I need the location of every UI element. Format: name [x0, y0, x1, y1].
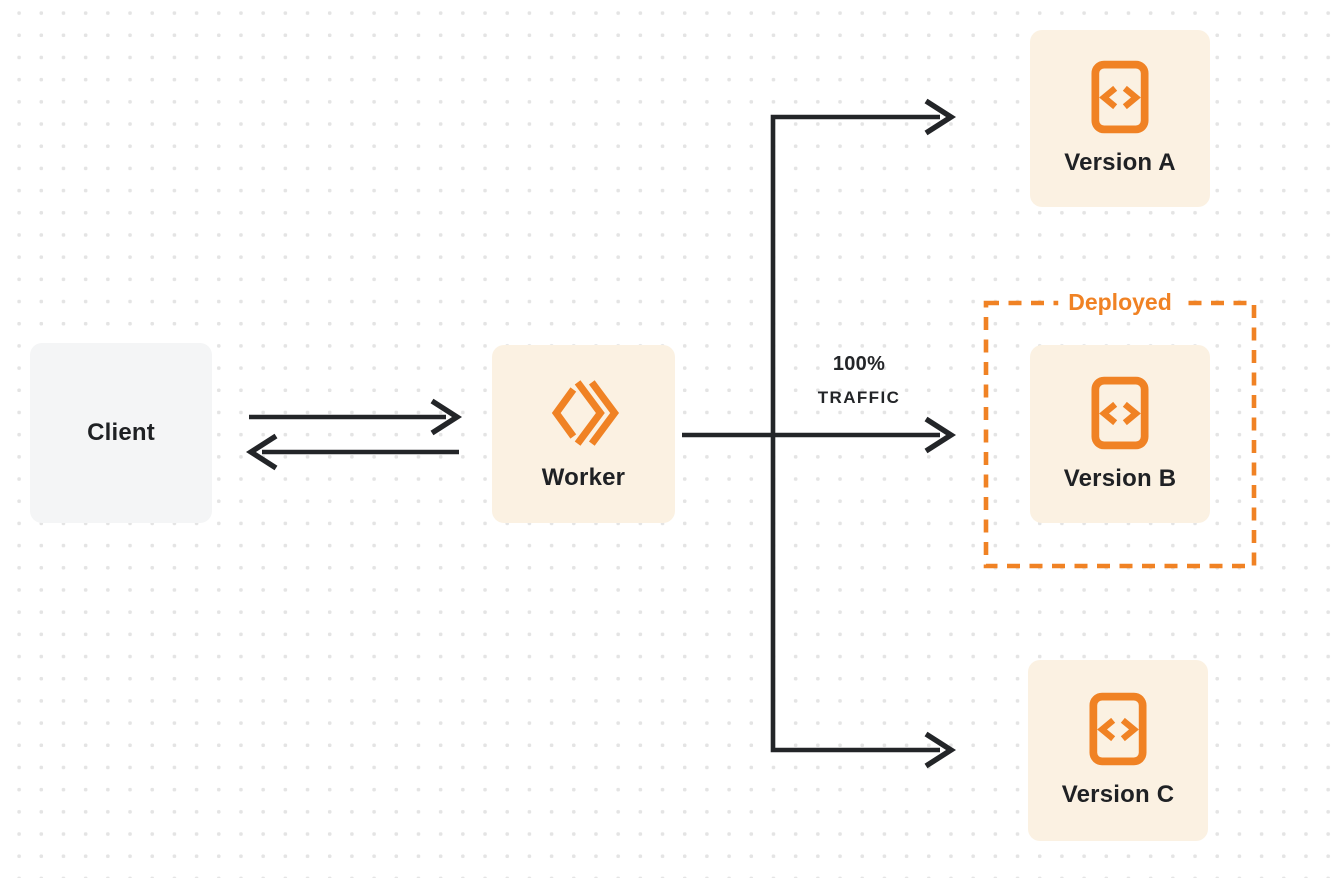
traffic-text-label: TRAFFIC [817, 388, 901, 407]
client-node-label: Client [87, 418, 155, 446]
cloudflare-workers-logo-icon [551, 380, 619, 446]
code-file-icon [1089, 693, 1147, 766]
branch-trunk-line [770, 114, 940, 753]
deployed-label: Deployed [1058, 289, 1182, 316]
client-to-worker-arrowhead-icon [430, 398, 463, 436]
version-b-arrowhead-icon [924, 416, 957, 454]
version-c-arrowhead-icon [924, 731, 957, 769]
worker-to-client-arrowhead-icon [245, 433, 278, 471]
client-node: Client [30, 343, 212, 523]
version-a-node: Version A [1030, 30, 1210, 207]
code-file-icon [1091, 61, 1149, 134]
version-b-node-label: Version B [1063, 464, 1177, 492]
version-b-node: Version B [1030, 345, 1210, 523]
version-c-node: Version C [1028, 660, 1208, 841]
version-a-arrowhead-icon [924, 98, 957, 136]
traffic-percent-label: 100% [832, 353, 886, 375]
version-c-node-label: Version C [1061, 781, 1175, 809]
code-file-icon [1091, 376, 1149, 450]
deployed-region-border [983, 300, 1257, 569]
worker-node-label: Worker [541, 463, 626, 491]
version-a-node-label: Version A [1064, 149, 1176, 177]
worker-node: Worker [492, 345, 675, 523]
traffic-annotation: 100% TRAFFIC [818, 348, 901, 414]
